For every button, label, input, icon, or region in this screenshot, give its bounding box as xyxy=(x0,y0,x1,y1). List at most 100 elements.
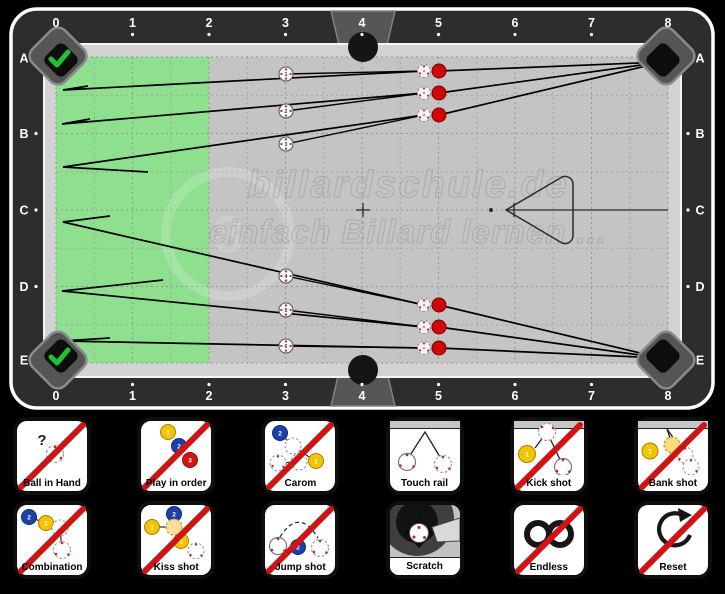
bottom-rail-label: 0 xyxy=(53,389,60,403)
pocket-checkmark-bottom-left[interactable] xyxy=(48,347,71,366)
jump-shot-button[interactable]: 2 Jump shot xyxy=(261,501,340,579)
bottom-rail-label: 3 xyxy=(282,389,289,403)
button-label: Play in order xyxy=(145,478,207,489)
left-rail-label: D xyxy=(19,280,28,294)
carom-icon: 2 1 xyxy=(269,425,325,472)
cue-return-path xyxy=(62,70,425,91)
object-ball-line xyxy=(438,326,662,359)
jump-shot-icon: 2 xyxy=(269,521,330,558)
button-label: Bank shot xyxy=(648,478,698,489)
button-label: Jump shot xyxy=(275,562,326,573)
right-rail-label: C xyxy=(695,204,704,218)
top-rail-label: 5 xyxy=(435,16,442,30)
button-label: Ball in Hand xyxy=(23,478,81,489)
ghost-ball xyxy=(417,64,431,78)
object-ball-line xyxy=(438,61,664,94)
kick-shot-icon: 1 xyxy=(513,421,584,475)
bottom-rail-label: 6 xyxy=(512,389,519,403)
reset-button[interactable]: Reset xyxy=(633,501,712,579)
object-ball[interactable] xyxy=(431,319,447,335)
cue-ball-5[interactable]: 5 xyxy=(278,302,294,318)
cue-ball-6[interactable]: 6 xyxy=(278,338,294,354)
top-rail-label: 4 xyxy=(359,16,366,30)
object-ball[interactable] xyxy=(431,63,447,79)
svg-text:4: 4 xyxy=(285,274,288,280)
rack-triangle xyxy=(504,175,574,245)
svg-text:3: 3 xyxy=(188,458,192,465)
svg-text:1: 1 xyxy=(285,72,288,78)
svg-text:2: 2 xyxy=(297,545,301,552)
object-ball[interactable] xyxy=(431,85,447,101)
bottom-rail-label: 8 xyxy=(665,389,672,403)
top-middle-pocket xyxy=(348,32,378,62)
left-rail-label: B xyxy=(19,127,28,141)
bottom-rail-label: 2 xyxy=(206,389,213,403)
left-rail-label: A xyxy=(19,52,28,66)
kiss-shot-button[interactable]: 2 1 1 Kiss shot xyxy=(137,501,216,579)
object-ball[interactable] xyxy=(431,107,447,123)
cue-return-path xyxy=(61,279,425,328)
button-label: Touch rail xyxy=(401,478,449,489)
ghost-ball xyxy=(417,341,431,355)
button-label: Carom xyxy=(284,478,317,489)
left-rail-label: C xyxy=(19,204,28,218)
ghost-ball xyxy=(417,320,431,334)
cue-ball-4[interactable]: 4 xyxy=(278,268,294,284)
scratch-button[interactable]: Scratch xyxy=(385,501,464,579)
ghost-ball xyxy=(417,108,431,122)
svg-text:2: 2 xyxy=(177,444,181,451)
svg-text:1: 1 xyxy=(315,459,319,466)
svg-text:2: 2 xyxy=(285,109,288,115)
svg-text:5: 5 xyxy=(285,308,288,314)
top-rail-label: 7 xyxy=(588,16,595,30)
cue-ball-2[interactable]: 2 xyxy=(278,103,294,119)
infinity-icon xyxy=(523,520,574,548)
button-label: Kick shot xyxy=(526,478,572,489)
cue-return-path xyxy=(62,114,425,173)
left-rail-label: E xyxy=(20,354,28,368)
play-in-order-icon: 1 2 3 xyxy=(160,424,199,468)
bottom-rail-label: 4 xyxy=(359,389,366,403)
bank-shot-button[interactable]: 1 Bank shot xyxy=(633,417,712,495)
endless-button[interactable]: Endless xyxy=(509,501,588,579)
button-label: Scratch xyxy=(389,557,460,575)
bank-shot-icon: 1 xyxy=(637,421,708,475)
cue-return-path xyxy=(61,92,425,125)
svg-text:2: 2 xyxy=(27,515,31,522)
svg-text:1: 1 xyxy=(179,539,183,546)
top-rail-label: 2 xyxy=(206,16,213,30)
aim-line xyxy=(285,114,425,145)
options-panel: ? Ball in Hand 1 2 3 Play in order 2 xyxy=(0,417,725,585)
svg-text:2: 2 xyxy=(279,431,283,438)
play-in-order-button[interactable]: 1 2 3 Play in order xyxy=(137,417,216,495)
right-rail-label: E xyxy=(696,354,704,368)
object-ball[interactable] xyxy=(431,297,447,313)
pocket-checkmark-top-left[interactable] xyxy=(48,49,71,68)
right-rail-label: D xyxy=(695,280,704,294)
touch-rail-button[interactable]: Touch rail xyxy=(385,417,464,495)
carom-button[interactable]: 2 1 Carom xyxy=(261,417,340,495)
kiss-shot-icon: 2 1 1 xyxy=(144,506,205,559)
cue-ball-1[interactable]: 1 xyxy=(278,66,294,82)
svg-text:1: 1 xyxy=(648,449,652,456)
watermark-line2: einfach Billard lernen ... xyxy=(209,213,607,250)
svg-text:?: ? xyxy=(37,432,46,449)
object-ball[interactable] xyxy=(431,340,447,356)
svg-text:1: 1 xyxy=(525,452,529,459)
pool-table[interactable]: 8 billardschule.de einfach Billard lerne… xyxy=(0,0,725,414)
combination-button[interactable]: 2 1 Combination xyxy=(13,501,91,579)
watermark-line1: billardschule.de xyxy=(247,164,568,206)
svg-text:1: 1 xyxy=(150,525,154,532)
touch-rail-icon xyxy=(389,421,460,474)
object-ball-line xyxy=(438,61,664,116)
button-label: Combination xyxy=(21,562,83,573)
top-rail-label: 0 xyxy=(53,16,60,30)
kick-shot-button[interactable]: 1 Kick shot xyxy=(509,417,588,495)
bottom-middle-pocket xyxy=(348,355,378,385)
ghost-ball xyxy=(417,86,431,100)
bottom-rail-label: 7 xyxy=(588,389,595,403)
ball-in-hand-button[interactable]: ? Ball in Hand xyxy=(13,417,91,495)
cue-ball-3[interactable]: 3 xyxy=(278,136,294,152)
table-markings xyxy=(356,175,668,245)
